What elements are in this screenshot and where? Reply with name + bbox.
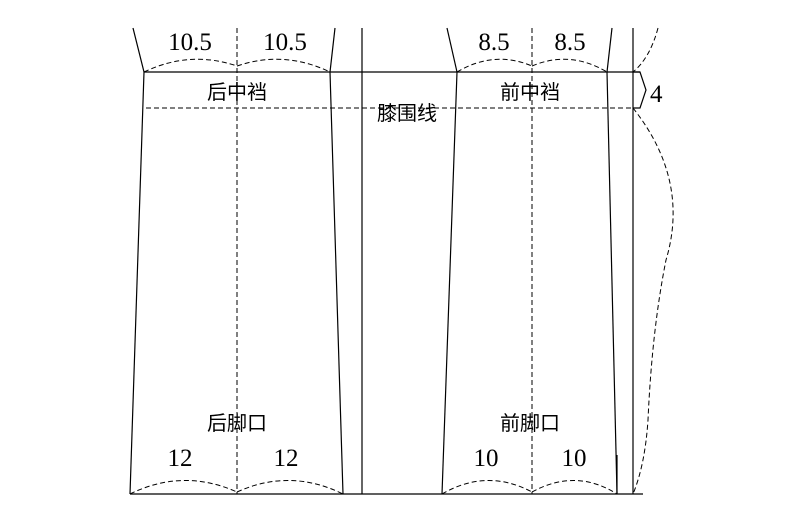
back-leg-panel bbox=[129, 27, 344, 495]
front-crotch-left-measure: 8.5 bbox=[478, 29, 509, 56]
front-hem-label: 前脚口 bbox=[500, 411, 560, 435]
back-hem-right-measure: 12 bbox=[274, 445, 299, 472]
front-crotch-arc-right bbox=[531, 58, 608, 73]
front-hem-arc-left bbox=[441, 480, 533, 495]
offset-bracket bbox=[633, 71, 647, 109]
side-offset-measure: 4 bbox=[650, 81, 663, 108]
front-leg-inner-top-edge bbox=[446, 27, 458, 73]
back-leg-inner-edge bbox=[329, 71, 344, 495]
back-crotch-label: 后中裆 bbox=[207, 80, 267, 104]
back-leg-inner-top-edge bbox=[329, 27, 336, 73]
front-crotch-label: 前中裆 bbox=[500, 80, 560, 104]
back-crotch-left-measure: 10.5 bbox=[168, 29, 212, 56]
front-hem-left-measure: 10 bbox=[474, 445, 499, 472]
back-hem-left-measure: 12 bbox=[168, 445, 193, 472]
back-crotch-arc-right bbox=[236, 58, 331, 73]
back-hem-arc-right bbox=[236, 480, 344, 495]
back-hem-arc-left bbox=[129, 480, 238, 495]
front-leg-panel bbox=[441, 27, 618, 495]
back-crotch-arc-left bbox=[143, 58, 238, 73]
front-leg-outer-top-edge bbox=[606, 27, 613, 73]
back-leg-outer-edge bbox=[129, 71, 145, 495]
back-hem-label: 后脚口 bbox=[207, 411, 267, 435]
front-crotch-right-measure: 8.5 bbox=[554, 29, 585, 56]
front-hem-arc-right bbox=[531, 480, 618, 495]
front-hem-right-measure: 10 bbox=[562, 445, 587, 472]
knee-line-label: 膝围线 bbox=[377, 101, 437, 125]
side-curve-top bbox=[632, 27, 659, 73]
front-crotch-arc-left bbox=[456, 58, 533, 73]
back-leg-outer-top-edge bbox=[132, 27, 145, 73]
back-crotch-right-measure: 10.5 bbox=[263, 29, 307, 56]
front-leg-inner-edge bbox=[441, 71, 458, 495]
front-leg-outer-edge bbox=[606, 71, 618, 495]
side-curve-long bbox=[632, 107, 674, 495]
